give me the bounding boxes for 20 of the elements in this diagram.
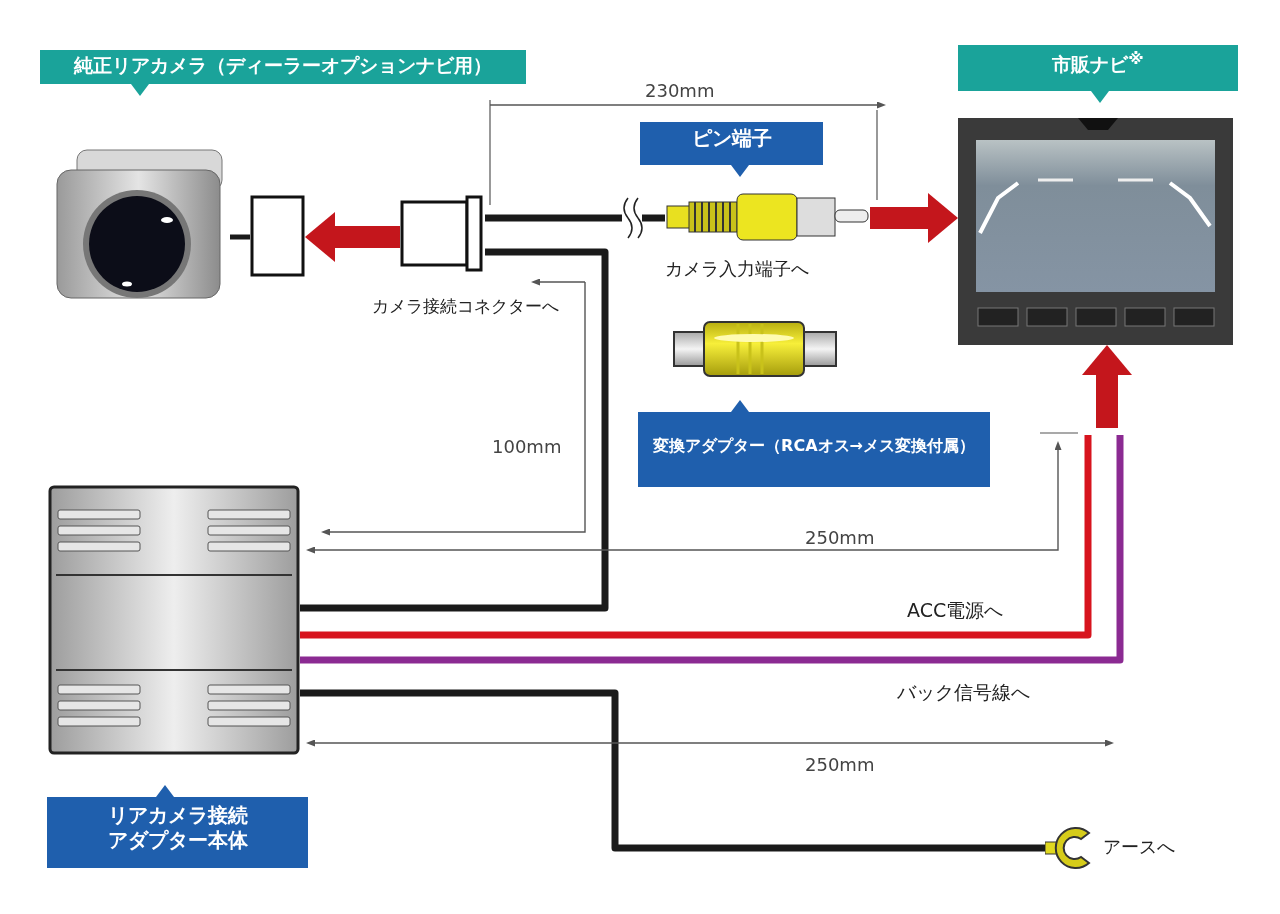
connector-drawing: [400, 195, 485, 272]
connection-note: カメラ接続コネクターへ: [372, 295, 560, 318]
cable: [300, 248, 609, 612]
rca-adapter-drawing: [672, 320, 838, 378]
monitor-drawing: [958, 118, 1233, 345]
dimension-label: 250mm: [805, 527, 875, 548]
arrow: [305, 212, 400, 262]
connection-note: カメラ入力端子へ: [665, 257, 810, 281]
rca-plug-drawing: [665, 192, 870, 242]
earth-terminal-drawing: [1045, 825, 1093, 871]
arrow: [1082, 345, 1132, 428]
connector-drawing: [250, 195, 305, 277]
arrow: [870, 193, 958, 243]
connection-note: アースへ: [1103, 835, 1176, 859]
dimension-label: 250mm: [805, 754, 875, 775]
cable: [300, 689, 1045, 852]
dimension-label: 100mm: [492, 436, 562, 457]
adapter-box-drawing: [48, 485, 300, 755]
dimension-label: 230mm: [645, 80, 715, 101]
cable: [230, 234, 250, 240]
